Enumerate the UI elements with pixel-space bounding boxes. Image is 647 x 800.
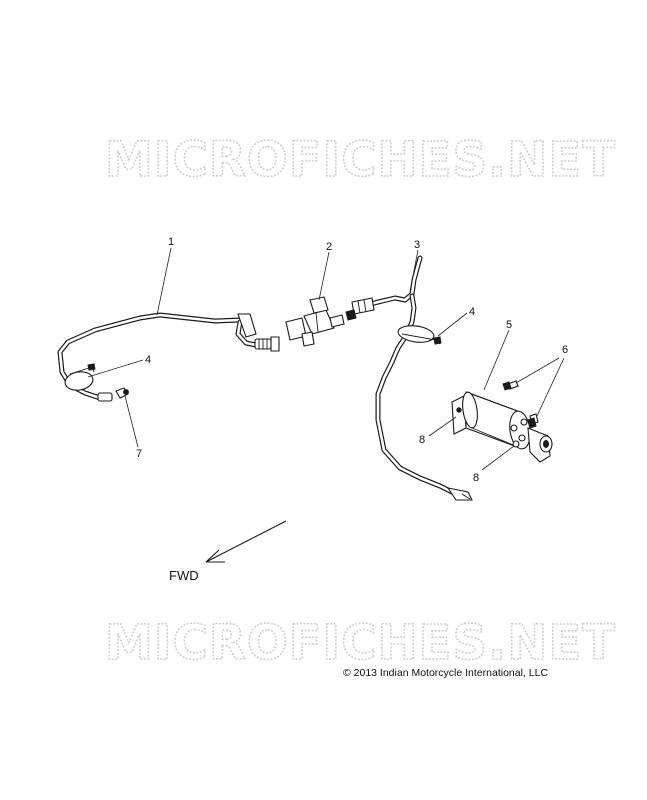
leader-5 bbox=[483, 329, 510, 391]
watermark-top: MICROFICHES.NET bbox=[105, 132, 616, 188]
leader-3 bbox=[409, 249, 419, 293]
callout-3: 3 bbox=[414, 239, 420, 251]
fitting-7 bbox=[115, 387, 129, 399]
leader-6b bbox=[536, 357, 565, 417]
copyright-text: © 2013 Indian Motorcycle International, … bbox=[343, 667, 548, 679]
leader-1 bbox=[156, 247, 172, 316]
leader-4-left bbox=[87, 359, 144, 378]
screw-6-upper bbox=[502, 380, 519, 391]
clamp-4-right bbox=[397, 325, 442, 345]
leader-2 bbox=[318, 251, 330, 301]
hose-3 bbox=[345, 255, 473, 501]
valve-2 bbox=[285, 296, 345, 347]
hose-1 bbox=[57, 312, 280, 402]
callout-2: 2 bbox=[326, 241, 332, 253]
callout-8-lower: 8 bbox=[473, 472, 479, 484]
leader-8a bbox=[428, 416, 457, 437]
callout-8-upper: 8 bbox=[419, 434, 425, 446]
leader-8b bbox=[481, 445, 515, 471]
callout-4-right: 4 bbox=[469, 306, 475, 318]
canister-5 bbox=[451, 391, 553, 463]
screw-6-lower bbox=[527, 413, 539, 429]
fwd-label: FWD bbox=[169, 568, 199, 583]
watermark-bottom: MICROFICHES.NET bbox=[105, 615, 616, 671]
forward-arrow bbox=[205, 520, 287, 563]
leader-7 bbox=[124, 395, 139, 448]
callout-6: 6 bbox=[562, 344, 568, 356]
callout-4-left: 4 bbox=[145, 354, 151, 366]
clamp-4-left bbox=[64, 363, 96, 391]
leader-4-right bbox=[437, 312, 468, 337]
callout-1: 1 bbox=[168, 236, 174, 248]
leader-6a bbox=[515, 357, 560, 384]
callout-7: 7 bbox=[136, 448, 142, 460]
callout-5: 5 bbox=[506, 319, 512, 331]
